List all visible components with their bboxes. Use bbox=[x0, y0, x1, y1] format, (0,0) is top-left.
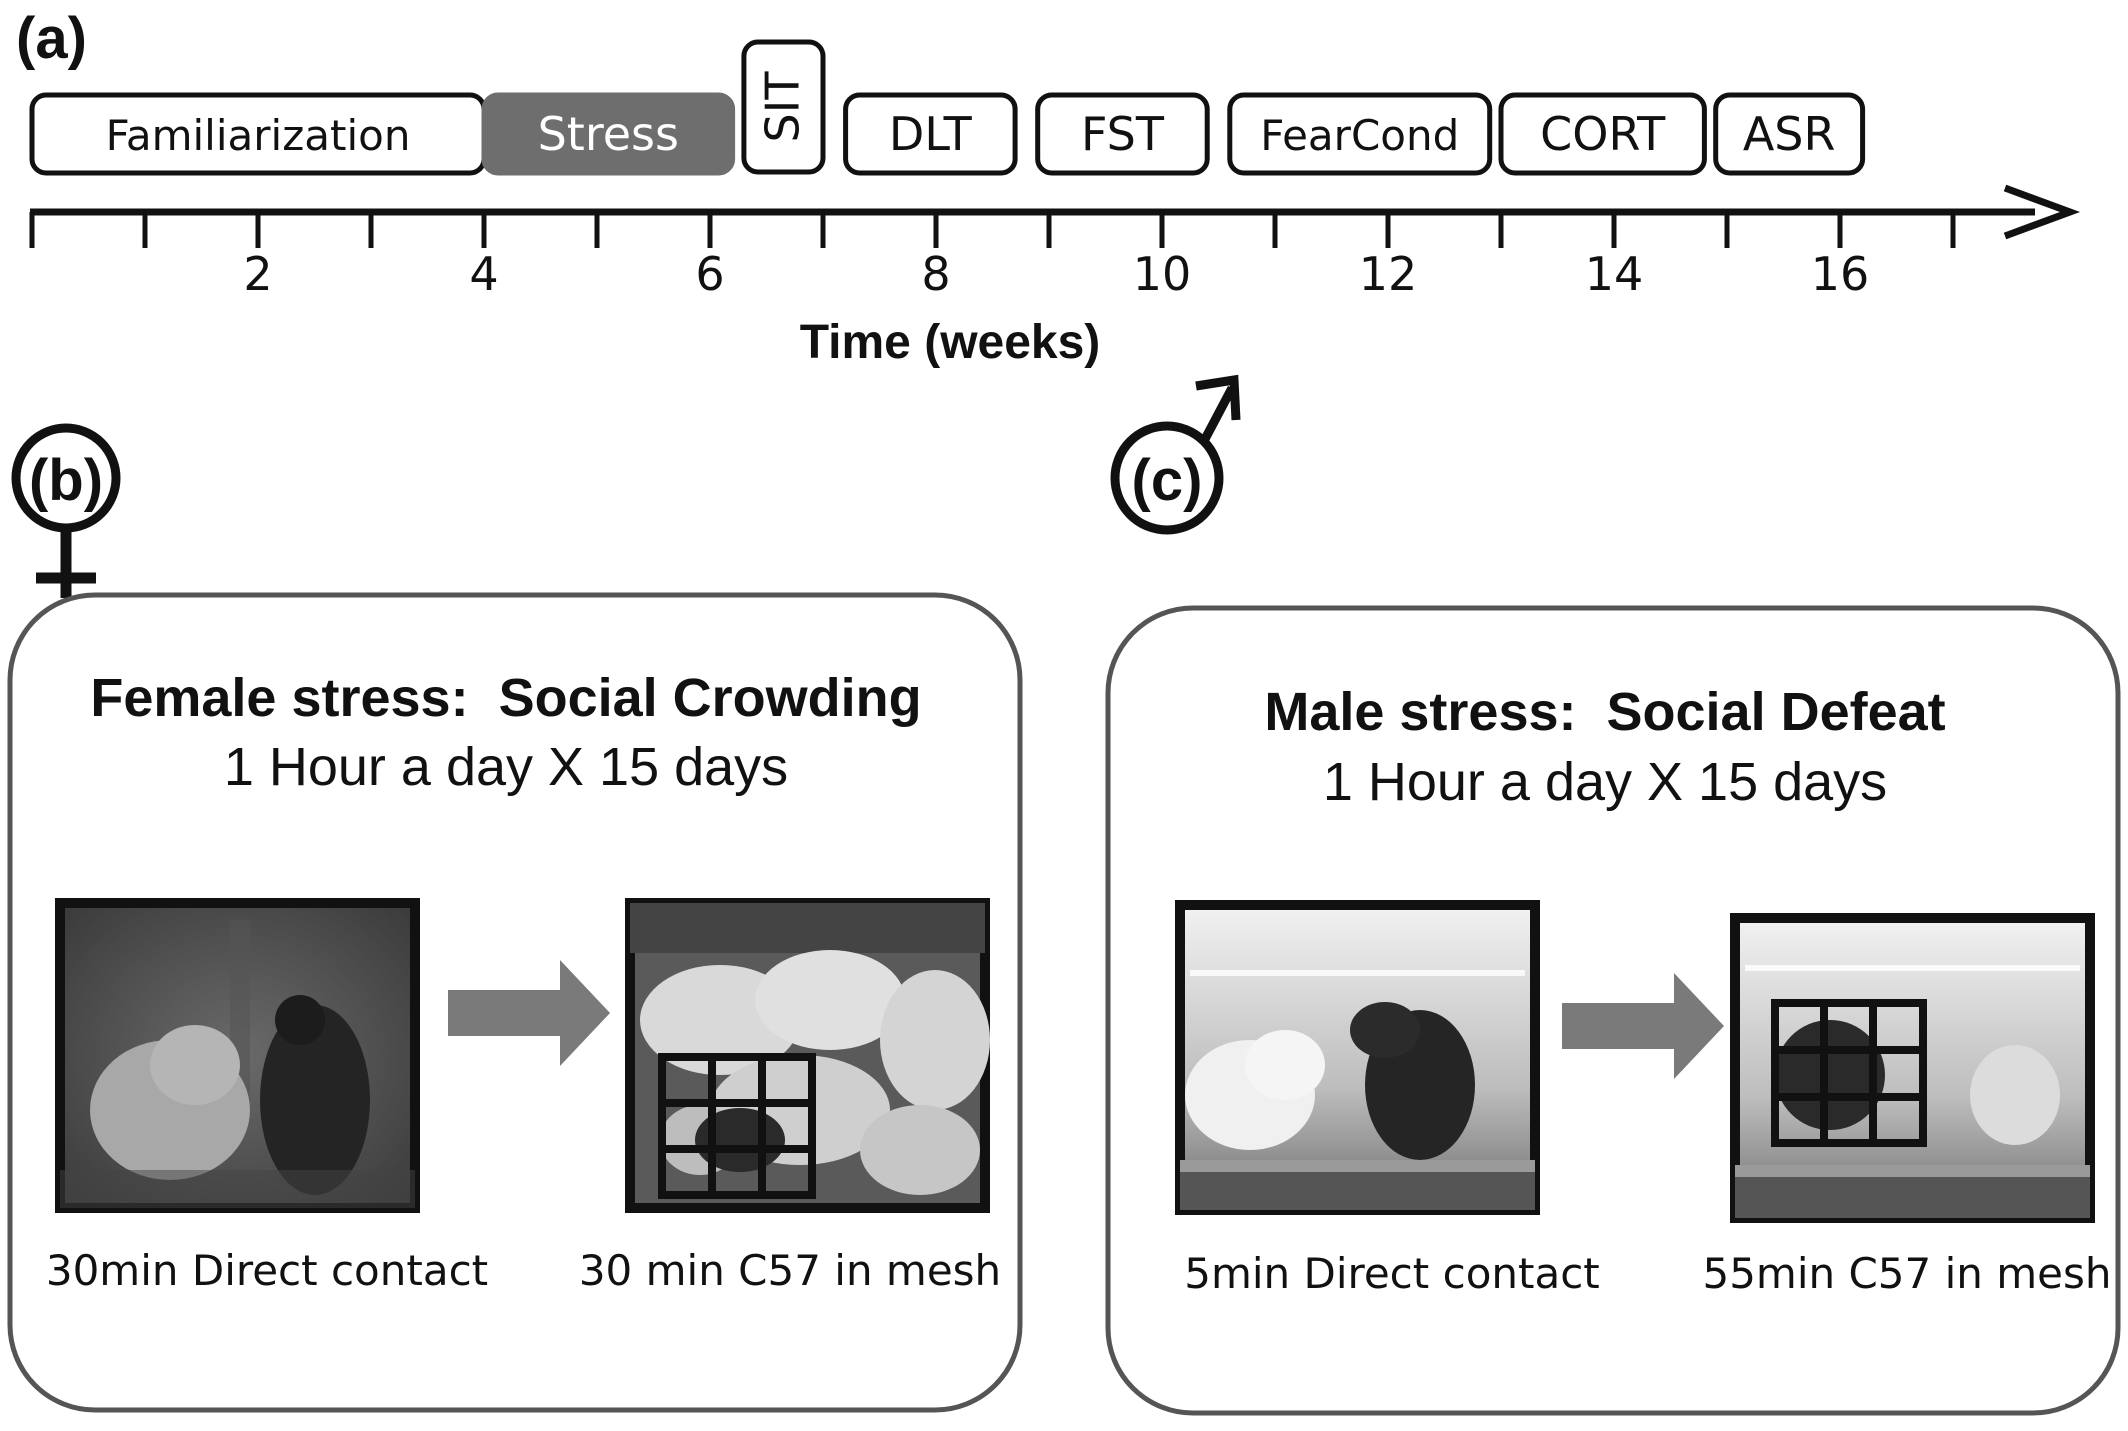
phase-box-familiarization: Familiarization bbox=[29, 92, 487, 176]
female-caption-direct: 30min Direct contact bbox=[46, 1246, 488, 1295]
phase-label: DLT bbox=[889, 107, 973, 161]
timeline-tick-label: 10 bbox=[1133, 247, 1192, 301]
female-sequence-arrow bbox=[448, 960, 610, 1066]
timeline-axis-label: Time (weeks) bbox=[800, 316, 1101, 369]
timeline-tick-label: 16 bbox=[1811, 247, 1870, 301]
phase-box-fst: FST bbox=[1035, 92, 1210, 176]
panel-b-letter: (b) bbox=[29, 448, 103, 513]
phase-box-fearcond: FearCond bbox=[1227, 92, 1493, 176]
timeline-tick-label: 4 bbox=[469, 247, 498, 301]
phase-label: Stress bbox=[538, 107, 679, 161]
panel-a: (a) Familiarization Stress SIT DLT FST FearCo… bbox=[16, 6, 2081, 369]
male-caption-direct: 5min Direct contact bbox=[1184, 1249, 1600, 1298]
timeline-tick-labels: 2 4 6 8 10 12 14 16 bbox=[243, 247, 1869, 301]
panel-a-letter: (a) bbox=[16, 6, 87, 71]
panel-c-letter: (c) bbox=[1132, 448, 1203, 513]
timeline-tick-label: 14 bbox=[1585, 247, 1644, 301]
male-direct-contact-photo bbox=[1175, 900, 1540, 1215]
timeline-tick-label: 8 bbox=[921, 247, 950, 301]
male-caption-mesh: 55min C57 in mesh bbox=[1702, 1249, 2111, 1298]
panel-c: (c) Male stress: Social Defeat 1 Hour a … bbox=[1105, 374, 2121, 1416]
male-symbol-icon bbox=[1110, 374, 1241, 535]
phase-box-asr: ASR bbox=[1713, 92, 1866, 176]
timeline-tick-label: 2 bbox=[243, 247, 272, 301]
male-sequence-arrow bbox=[1562, 973, 1724, 1079]
phase-label: FST bbox=[1081, 107, 1165, 161]
timeline-arrowhead bbox=[2003, 184, 2081, 240]
timeline-tick-label: 12 bbox=[1359, 247, 1418, 301]
phase-boxes: Familiarization Stress SIT DLT FST FearCond CO… bbox=[29, 39, 1866, 176]
phase-label: CORT bbox=[1540, 107, 1666, 161]
phase-label: ASR bbox=[1743, 107, 1836, 161]
timeline-ticks bbox=[29, 212, 1956, 248]
phase-label: Familiarization bbox=[106, 111, 411, 160]
female-direct-contact-photo bbox=[55, 898, 420, 1213]
female-mesh-photo bbox=[625, 898, 990, 1213]
phase-label: FearCond bbox=[1260, 111, 1459, 160]
panel-c-title: Male stress: Social Defeat bbox=[1264, 682, 1945, 742]
phase-box-stress: Stress bbox=[481, 92, 736, 176]
panel-b-title: Female stress: Social Crowding bbox=[90, 668, 921, 728]
panel-c-subtitle: 1 Hour a day X 15 days bbox=[1323, 752, 1887, 812]
phase-box-sit: SIT bbox=[741, 39, 826, 175]
male-mesh-photo bbox=[1730, 913, 2095, 1223]
phase-label: SIT bbox=[755, 71, 809, 143]
female-symbol-icon bbox=[11, 423, 121, 598]
panel-b-subtitle: 1 Hour a day X 15 days bbox=[224, 737, 788, 797]
panel-b: (b) Female stress: Social Crowding 1 Hou… bbox=[7, 423, 1023, 1413]
female-caption-mesh: 30 min C57 in mesh bbox=[579, 1246, 1001, 1295]
phase-box-dlt: DLT bbox=[843, 92, 1018, 176]
timeline-tick-label: 6 bbox=[695, 247, 724, 301]
phase-box-cort: CORT bbox=[1498, 92, 1707, 176]
